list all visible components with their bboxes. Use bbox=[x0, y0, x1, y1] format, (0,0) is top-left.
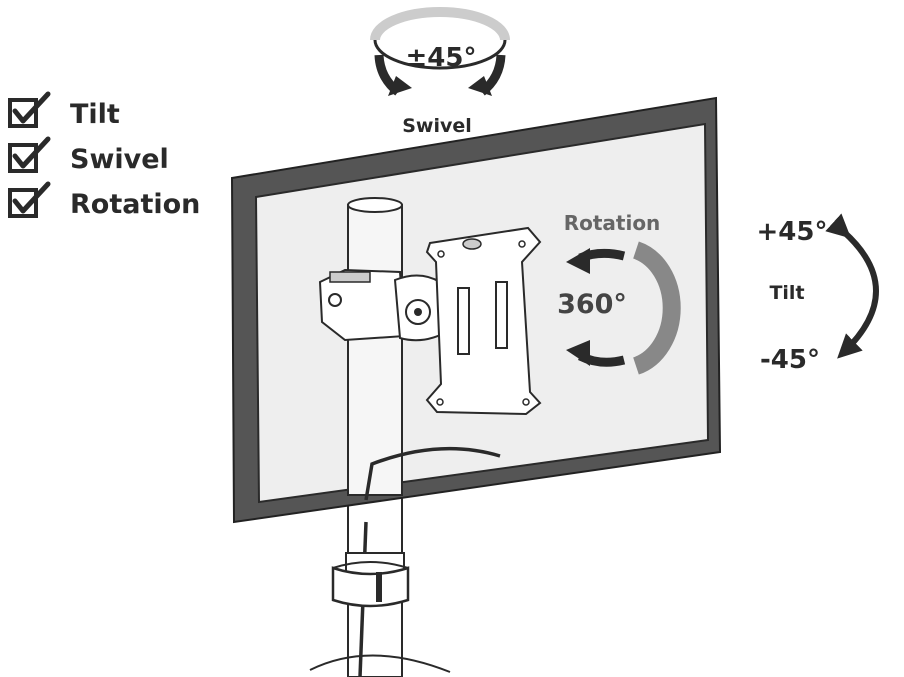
swivel-arrows-icon bbox=[370, 7, 510, 96]
vesa-mount-bracket bbox=[318, 226, 542, 416]
tilt-indicator: +45° Tilt -45° bbox=[757, 213, 879, 375]
checkbox-icon bbox=[8, 91, 51, 128]
checkbox-icon bbox=[8, 136, 51, 173]
pole-collar bbox=[309, 552, 451, 673]
rotation-arrows-icon bbox=[566, 241, 681, 375]
tilt-down-label: -45° bbox=[760, 345, 820, 375]
tilt-label: Tilt bbox=[769, 282, 804, 304]
feature-swivel-label: Swivel bbox=[70, 144, 169, 175]
feature-tilt-label: Tilt bbox=[70, 99, 120, 130]
swivel-range-label: ±45° bbox=[406, 43, 477, 73]
tilt-up-label: +45° bbox=[757, 217, 828, 247]
rotation-indicator: Rotation 360° bbox=[557, 211, 681, 375]
checkbox-icon bbox=[8, 181, 51, 218]
swivel-indicator: ±45° Swivel bbox=[370, 7, 510, 137]
tilt-arrow-icon bbox=[825, 213, 879, 359]
feature-list: Tilt Swivel Rotation bbox=[8, 91, 200, 220]
rotation-label: Rotation bbox=[564, 211, 661, 235]
feature-rotation-label: Rotation bbox=[70, 189, 200, 220]
swivel-label: Swivel bbox=[402, 115, 472, 137]
rotation-range-label: 360° bbox=[557, 289, 627, 320]
